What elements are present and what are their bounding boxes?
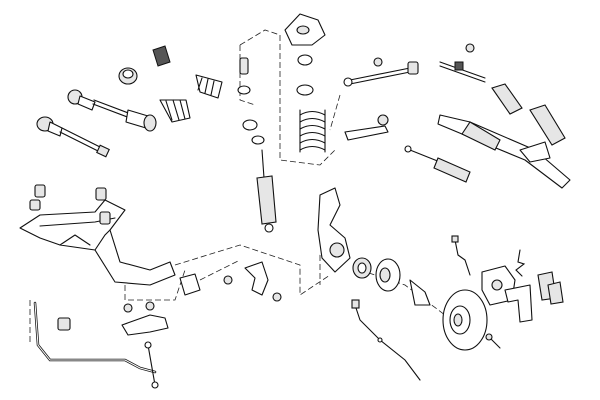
steering-rack[interactable] xyxy=(437,114,571,189)
drive-shaft-1[interactable] xyxy=(36,116,110,158)
drive-shaft-2[interactable] xyxy=(67,89,157,132)
wheel-bolt[interactable] xyxy=(485,333,501,349)
steering-knuckle[interactable] xyxy=(317,187,351,273)
cv-boot-kit-2[interactable] xyxy=(152,45,171,67)
control-arm-lower[interactable] xyxy=(121,301,169,336)
wheel-hub[interactable] xyxy=(375,258,431,306)
control-arm-upper[interactable] xyxy=(179,261,282,302)
assembly-guide-lines xyxy=(29,29,446,345)
subframe-bushing[interactable] xyxy=(29,184,111,225)
cv-boot-1[interactable] xyxy=(195,74,223,99)
brake-disc[interactable] xyxy=(442,289,488,351)
tie-rod-lower[interactable] xyxy=(344,114,389,141)
strut-mount[interactable] xyxy=(284,13,326,46)
cv-boot-2[interactable] xyxy=(159,99,191,123)
bump-stop[interactable] xyxy=(237,54,314,145)
stabilizer-link[interactable] xyxy=(144,341,159,389)
caliper-bracket[interactable] xyxy=(504,284,533,323)
shock-absorber[interactable] xyxy=(256,149,277,233)
wheel-bearing[interactable] xyxy=(352,257,372,279)
abs-sensor[interactable] xyxy=(351,299,421,381)
tie-rod-end[interactable] xyxy=(439,43,486,83)
brake-pads[interactable] xyxy=(537,271,564,305)
pad-wear-sensor[interactable] xyxy=(515,249,526,277)
cv-boot-kit-1[interactable] xyxy=(118,67,138,85)
steering-damper[interactable] xyxy=(404,145,471,183)
stabilizer-bar[interactable] xyxy=(33,301,157,374)
rack-boot-2[interactable] xyxy=(529,104,566,146)
subframe[interactable] xyxy=(19,199,176,286)
coil-spring[interactable] xyxy=(299,109,326,153)
tie-rod-upper[interactable] xyxy=(343,57,419,87)
brake-hose[interactable] xyxy=(451,235,471,276)
rack-boot-1[interactable] xyxy=(491,83,523,115)
